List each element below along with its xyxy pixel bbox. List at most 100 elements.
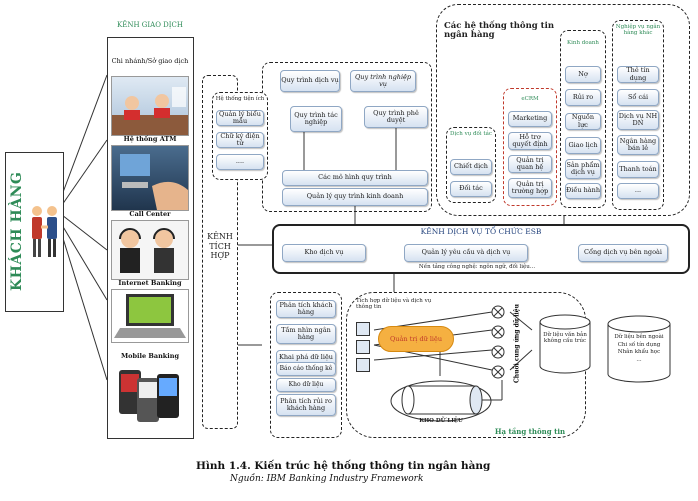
channel-label-callcenter: Call Center [129,210,171,218]
business-item-4-label: Giao lịch [568,140,598,149]
unstructured-store-cylinder [539,314,591,374]
customer-panel: KHÁCH HÀNG [5,152,64,312]
core-item-4: Ngân hàng bán lẻ [617,135,659,155]
channel-label-internet: Internet Banking [118,279,182,287]
approval-flow-label: Quy trình phê duyệt [373,108,419,124]
business-item-3-label: Nguồn lực [571,113,595,129]
business-item-2-label: Rủi ro [572,92,594,101]
analytics-item-2: Tầm nhìn ngân hàng [276,324,336,344]
partner-item-2: Đối tác [450,181,492,197]
analytics-item-6-label: Phân tích rủi ro khách hàng [280,396,332,412]
business-item-1-label: Nợ [578,69,588,78]
more-utility-box: .... [216,154,264,170]
mobile-photo [111,364,187,430]
atm-photo [111,145,189,211]
ecrm-item-3-label: Quản trị quan hệ [516,155,544,171]
analytics-item-5: Kho dữ liệu [276,378,336,392]
bpm-label: Quản lý quy trình kinh doanh [306,192,404,201]
partner-item-1: Chiết dịch [450,159,492,175]
core-item-4-label: Ngân hàng bán lẻ [619,136,657,152]
core-item-2: Sổ cái [617,89,659,106]
esb-title: KÊNH DỊCH VỤ TỔ CHỨC ESB [420,227,542,236]
partners-group [446,127,496,203]
external-store-line-2: Nhân khẩu học [617,349,661,355]
core-item-2-label: Sổ cái [627,92,649,101]
business-item-1: Nợ [565,66,601,83]
integration-node-2 [356,340,370,354]
core-item-3: Dịch vụ NH DN [617,110,659,130]
business-title: Kinh doanh [567,40,599,46]
core-item-1-label: Thẻ tín dụng [626,66,650,82]
process-models-box: Các mô hình quy trình [282,170,428,186]
ecrm-item-1-label: Marketing [512,114,548,123]
ecrm-item-2: Hỗ trợ quyết định [508,132,552,150]
integration-line-1: KÊNH [207,232,233,241]
data-stream-label: Chuỗi cung ứng dữ liệu [513,304,521,383]
esb-item-2: Quản lý yêu cầu và dịch vụ [404,244,528,262]
integration-node-1 [356,322,370,336]
integration-node-3 [356,358,370,372]
analytics-item-6: Phân tích rủi ro khách hàng [276,394,336,416]
analytics-item-2-label: Tầm nhìn ngân hàng [281,325,331,341]
core-group [612,20,664,210]
forms-box: Quản lý biểu mẫu [216,110,264,126]
unstructured-store-label: Dữ liệu văn bản không cấu trúc [543,332,587,345]
internet-photo [111,289,189,343]
esb-item-2-label: Quản lý yêu cầu và dịch vụ [421,248,511,257]
customer-label: KHÁCH HÀNG [9,171,25,291]
channel-label-branch: Chi nhánh/Sở giao dịch [111,57,189,65]
business-item-6-label: Điều hành [566,186,601,195]
integration-line-2: TÍCH [209,241,231,251]
core-item-3-label: Dịch vụ NH DN [618,111,658,127]
business-item-4: Giao lịch [565,137,601,154]
more-utility-label: .... [235,157,245,166]
analytics-item-4: Báo cáo thống kê [276,362,336,376]
esign-label: Chữ ký điện tử [220,131,260,147]
operation-flow-box: Quy trình tác nghiệp [290,106,342,132]
bank-systems-title: Các hệ thống thông tin ngân hàng [444,21,555,41]
core-title: Nghiệp vụ ngân hàng khác [615,24,661,37]
warehouse-cylinder [390,380,492,422]
partners-title: Dịch vụ đối tác [450,131,492,137]
ecrm-group [503,88,557,206]
operation-flow-label: Quy trình tác nghiệp [294,110,338,126]
service-flow-label: Quy trình dịch vụ [281,76,339,85]
channel-label-atm: Hệ thống ATM [123,135,177,143]
integration-label: KÊNH TÍCH HỢP [202,232,238,261]
bank-systems-frame [436,4,690,216]
esign-box: Chữ ký điện tử [216,132,264,148]
channel-label-mobile: Mobile Banking [120,352,180,360]
external-store-line-1: Chi số tín dụng [617,342,661,348]
service-flow-box: Quy trình dịch vụ [280,70,340,92]
business-item-3: Nguồn lực [565,113,601,130]
analytics-item-3-label: Khai phá dữ liệu [279,353,333,362]
business-item-6: Điều hành [565,183,601,199]
customer-people-icon [32,206,57,257]
ecrm-item-4-label: Quản trị trường hợp [511,179,549,195]
business-group [560,30,606,208]
analytics-item-1-label: Phân tích khách hàng [279,300,333,316]
core-item-6-label: ... [634,186,642,195]
data-management-pill: Quản trị dữ liệu [378,326,454,352]
warehouse-label: KHO DỮ LIỆU [419,418,463,424]
figure-source: Nguồn: IBM Banking Industry Framework [230,474,424,484]
integrate-title: Tích hợp dữ liệu và dịch vụ thông tin [356,298,432,311]
integration-channel [202,75,238,429]
data-stream-nodes [491,305,505,379]
business-item-5-label: Sản phẩm dịch vụ [566,160,600,176]
branch-photo [111,76,189,136]
ecrm-item-3: Quản trị quan hệ [508,155,552,173]
external-store-line-3: ... [636,357,642,363]
data-management-label: Quản trị dữ liệu [389,335,443,343]
integration-line-3: HỢP [210,251,230,261]
ecrm-item-1: Marketing [508,111,552,127]
esb-item-3-label: Cổng dịch vụ bên ngoài [584,248,662,257]
process-models-label: Các mô hình quy trình [318,173,392,182]
esb-item-1-label: Kho dịch vụ [304,248,344,257]
ecrm-title: eCRM [521,96,539,102]
ecrm-item-2-label: Hỗ trợ quyết định [512,132,548,148]
platform-label: Hạ tầng thông tin [494,427,566,436]
ecrm-item-4: Quản trị trường hợp [508,178,552,198]
process-rules-label: Quy trình nghiệp vụ [354,72,412,88]
